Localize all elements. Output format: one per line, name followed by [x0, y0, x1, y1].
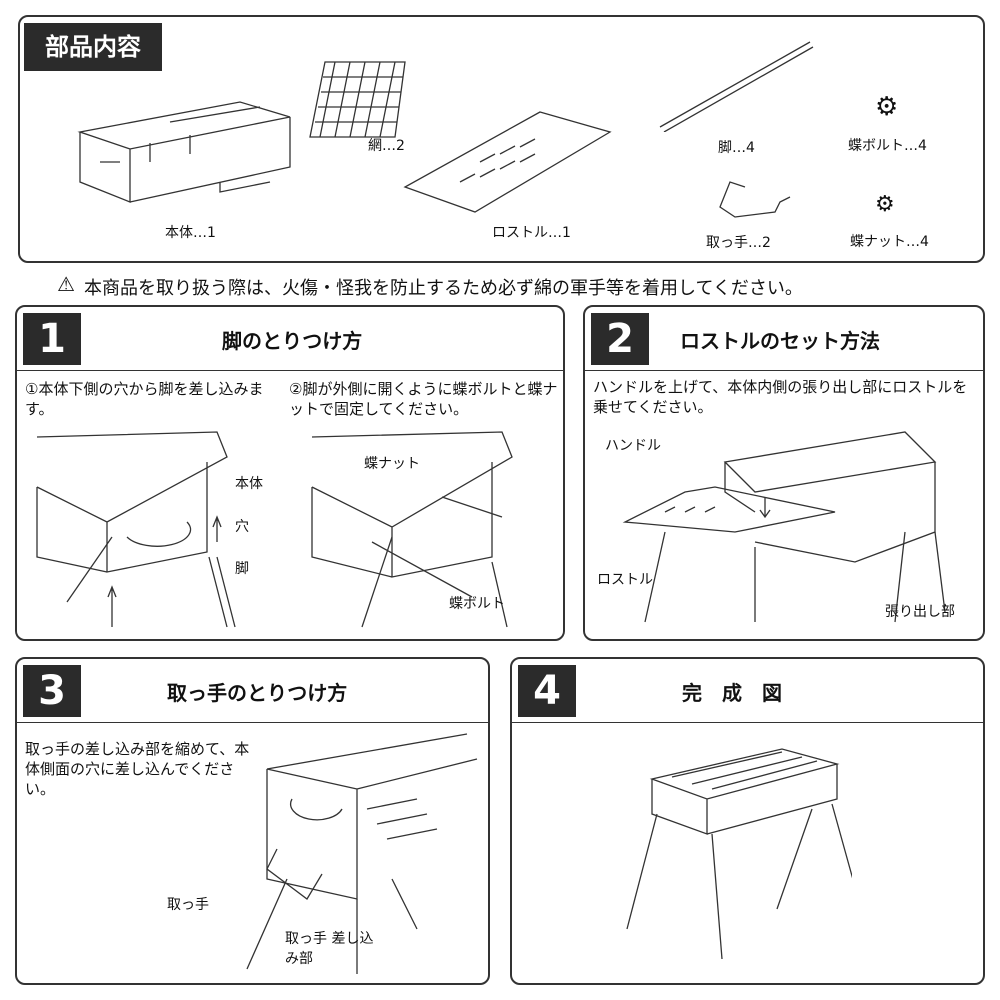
step-2-illustration: [622, 431, 946, 623]
parts-panel: 部品内容 本体…1 網…2 ロストル…1 脚…4 取っ手…2 ⚙ 蝶ボルト…4 …: [18, 15, 985, 263]
label-body: 本体: [235, 476, 263, 492]
part-label-body: 本体…1: [165, 225, 216, 241]
grill-body-illustration: [77, 101, 291, 203]
warning-icon: ⚠: [57, 272, 75, 296]
grill-net-illustration: [309, 61, 406, 138]
leg-illustration: [659, 41, 814, 132]
step-number: 4: [518, 665, 576, 717]
step-4-panel: 4 完 成 図: [510, 657, 985, 985]
step-2-header: 2 ロストルのセット方法: [585, 307, 983, 371]
label-handle-insert: 取っ手 差し込み部: [285, 931, 374, 967]
step-1-illustration-b: [311, 431, 513, 628]
step-title: 完 成 図: [682, 681, 782, 705]
step-number: 2: [591, 313, 649, 365]
label-wing-bolt: 蝶ボルト: [449, 596, 505, 612]
label-hole: 穴: [235, 519, 249, 535]
step-4-header: 4 完 成 図: [512, 659, 983, 723]
step-3-illustration: [246, 733, 478, 974]
step-3-header: 3 取っ手のとりつけ方: [17, 659, 488, 723]
part-label-handle: 取っ手…2: [706, 235, 771, 251]
label-wing-nut: 蝶ナット: [364, 456, 420, 472]
step-1-panel: 1 脚のとりつけ方 ①本体下側の穴から脚を差し込みます。 ②脚が外側に開くように…: [15, 305, 565, 641]
label-leg: 脚: [235, 561, 249, 577]
step-title: ロストルのセット方法: [680, 329, 880, 353]
label-ledge: 張り出し部: [885, 604, 955, 620]
step-3-panel: 3 取っ手のとりつけ方 取っ手の差し込み部を縮めて、本体側面の穴に差し込んでくだ…: [15, 657, 490, 985]
step-1-illustration-a: [36, 431, 236, 637]
step-1-header: 1 脚のとりつけ方: [17, 307, 563, 371]
step-2-instruction: ハンドルを上げて、本体内側の張り出し部にロストルを乗せてください。: [593, 378, 968, 416]
part-label-net: 網…2: [368, 138, 405, 154]
step-number: 1: [23, 313, 81, 365]
step-1-instruction-2: ②脚が外側に開くように蝶ボルトと蝶ナットで固定してください。: [289, 380, 558, 418]
part-label-wing-bolt: 蝶ボルト…4: [848, 138, 927, 154]
label-handle: 取っ手: [167, 897, 209, 913]
parts-title: 部品内容: [24, 23, 162, 71]
step-2-panel: 2 ロストルのセット方法 ハンドルを上げて、本体内側の張り出し部にロストルを乗せ…: [583, 305, 985, 641]
step-title: 取っ手のとりつけ方: [167, 681, 348, 705]
label-rostle: ロストル: [597, 572, 653, 588]
handle-illustration: [719, 181, 791, 218]
rostle-illustration: [403, 111, 612, 213]
part-label-wing-nut: 蝶ナット…4: [850, 234, 929, 250]
warning-text: 本商品を取り扱う際は、火傷・怪我を防止するため必ず綿の軍手等を着用してください。: [84, 278, 803, 299]
completed-grill-illustration: [626, 748, 852, 960]
part-label-rostle: ロストル…1: [492, 225, 571, 241]
part-label-leg: 脚…4: [718, 140, 755, 156]
label-handle: ハンドル: [605, 438, 661, 454]
step-title: 脚のとりつけ方: [222, 329, 363, 353]
step-3-instruction: 取っ手の差し込み部を縮めて、本体側面の穴に差し込んでください。: [25, 740, 250, 798]
step-number: 3: [23, 665, 81, 717]
wing-bolt-icon: ⚙: [875, 92, 899, 122]
wing-nut-icon: ⚙: [875, 192, 895, 217]
step-1-instruction-1: ①本体下側の穴から脚を差し込みます。: [25, 380, 264, 418]
